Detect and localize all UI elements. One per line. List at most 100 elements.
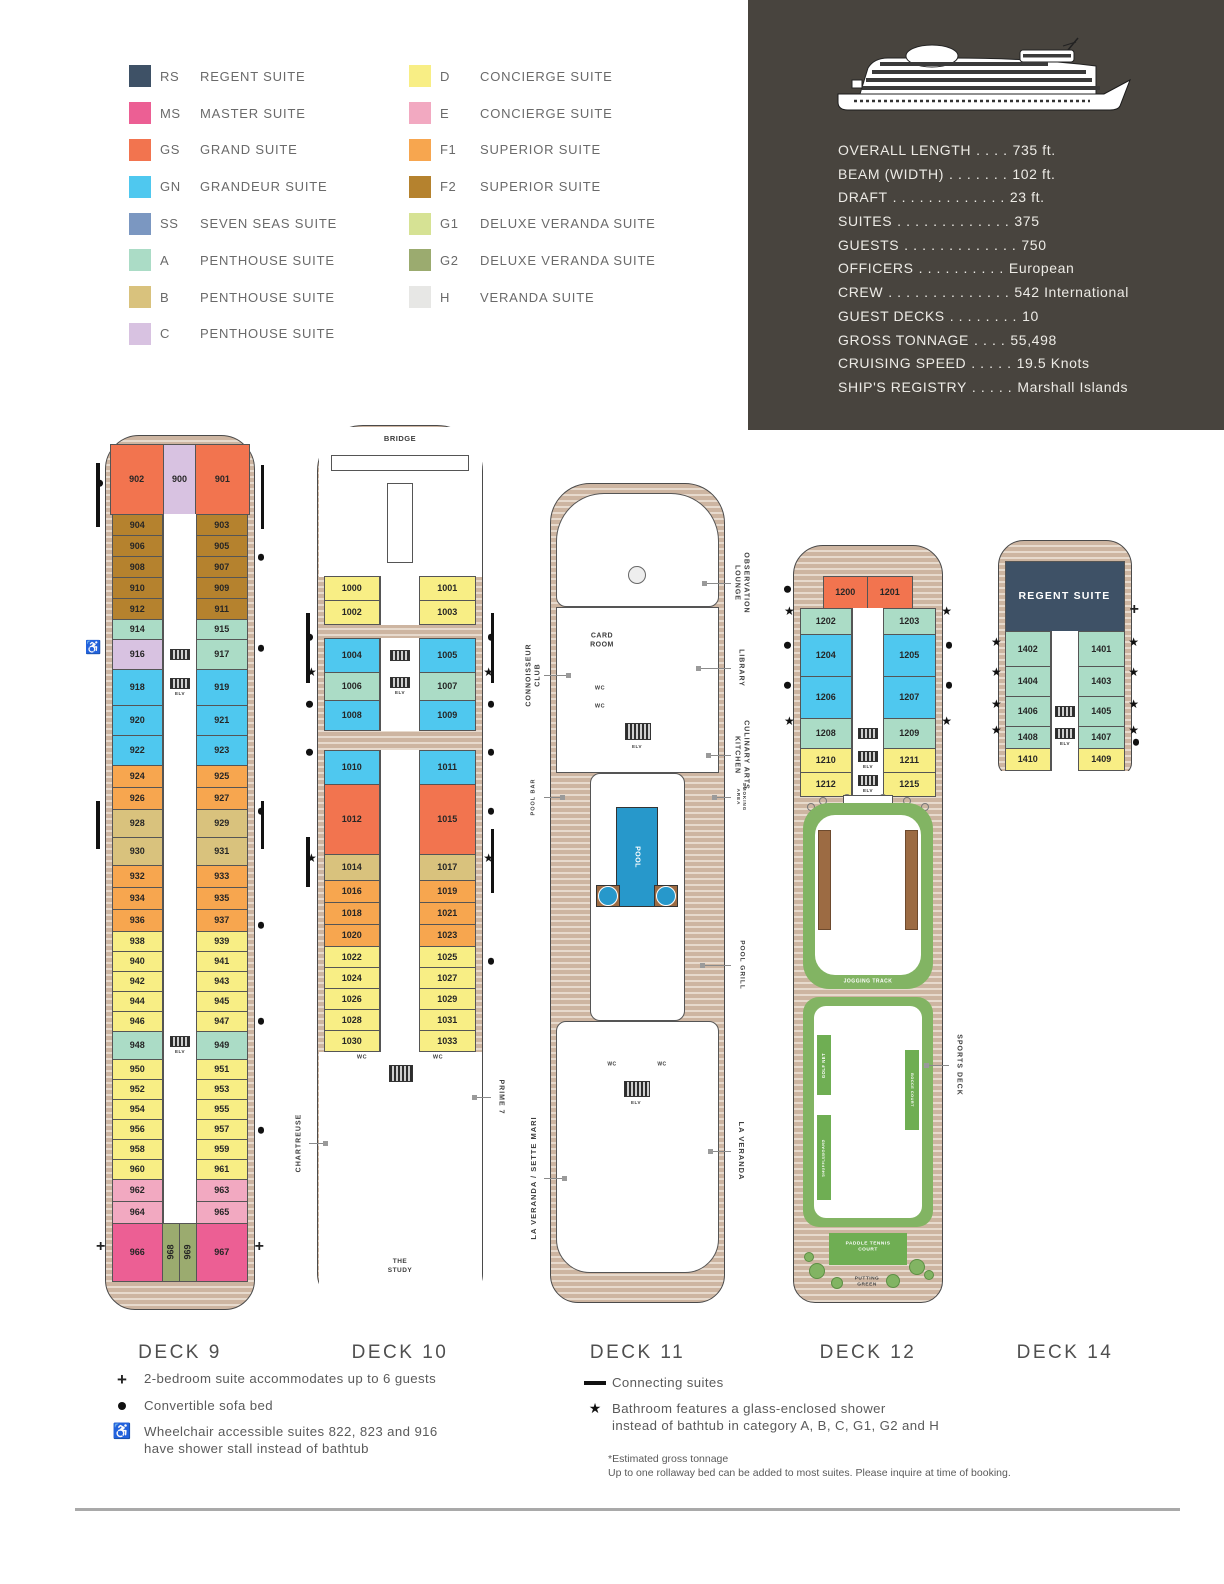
- corridor: [380, 945, 420, 968]
- stairs-icon: [625, 723, 651, 740]
- deck-circle: [804, 1252, 814, 1262]
- suite-930: 930: [111, 836, 163, 866]
- sofa-bed-dot-icon: [257, 807, 264, 815]
- legend-label: SUPERIOR SUITE: [480, 142, 601, 158]
- two-bedroom-plus-icon: +: [96, 1238, 106, 1255]
- hull-band: [248, 1032, 254, 1060]
- corridor: [380, 923, 420, 947]
- footnote-row: Connecting suites: [578, 1374, 939, 1391]
- deck-structure: [616, 807, 658, 907]
- leader-square: [706, 752, 711, 758]
- suite-number: 1211: [899, 755, 920, 765]
- legend-swatch: [409, 102, 431, 125]
- suite-number: 936: [129, 915, 145, 925]
- hull-band: [248, 1060, 254, 1080]
- connecting-suites-bar: [490, 613, 494, 683]
- suite-number: 962: [129, 1185, 145, 1195]
- suite-number: 939: [214, 936, 230, 946]
- deck-structure: SHUFFLEBOARD: [817, 1115, 831, 1200]
- legend-label: MASTER SUITE: [200, 105, 306, 121]
- stairs-icon: [858, 727, 878, 739]
- suite-1206: 1206: [799, 675, 852, 719]
- suite-1033: 1033: [419, 1029, 476, 1052]
- venue-label-la-veranda: LA VERANDA: [737, 1121, 747, 1181]
- suite-1209: 1209: [883, 717, 936, 749]
- suite-1011: 1011: [419, 749, 476, 785]
- hull-band: [248, 620, 254, 640]
- hull-band: [936, 635, 942, 677]
- legend-label: CONCIERGE SUITE: [480, 105, 613, 121]
- footnote-text: Connecting suites: [612, 1375, 724, 1390]
- deck-circle: [809, 1263, 825, 1279]
- corridor: [380, 599, 420, 625]
- connecting-suites-bar: [306, 837, 310, 887]
- stairs-icon: [1055, 728, 1075, 739]
- deck-circle: [909, 1259, 925, 1275]
- hull-band: [248, 972, 254, 992]
- elevator-label: ELV: [175, 1049, 185, 1054]
- suite-957: 957: [196, 1118, 248, 1140]
- suite-number: 1200: [835, 587, 856, 597]
- corridor: [163, 513, 197, 536]
- suite-number: 1403: [1091, 676, 1112, 686]
- deck-structure: GOLF NET: [817, 1035, 831, 1095]
- legend-label: DELUXE VERANDA SUITE: [480, 252, 656, 268]
- suite-number: 1405: [1091, 706, 1112, 716]
- suite-number: 1000: [341, 583, 362, 593]
- shower-star-icon: ★: [941, 604, 952, 618]
- suite-949: 949: [196, 1030, 248, 1060]
- corridor: [163, 908, 197, 932]
- corridor: [163, 734, 197, 766]
- suite-928: 928: [111, 808, 163, 838]
- hull-band: [476, 673, 482, 701]
- corridor: [163, 704, 197, 736]
- ship-stat-row: GUEST DECKS. . . . . . . .10: [838, 308, 1204, 332]
- sofa-bed-dot-icon: [945, 681, 952, 689]
- deck-title-deck-11: DECK 11: [589, 1342, 686, 1363]
- suite-1409: 1409: [1078, 747, 1125, 771]
- deck-row: 1206 1207: [795, 675, 942, 719]
- suite-1007: 1007: [419, 671, 476, 701]
- suite-number: 1207: [899, 692, 920, 702]
- ship-stats-list: OVERALL LENGTH. . . .735 ft.BEAM (WIDTH)…: [838, 142, 1204, 403]
- sofa-bed-dot-icon: [487, 700, 494, 708]
- footnote-text: Wheelchair accessible suites 822, 823 an…: [144, 1424, 438, 1457]
- stat-label: GUEST DECKS: [838, 307, 945, 324]
- stat-leader-dots: . . . . . . . .: [949, 307, 1018, 324]
- suite-number: 1409: [1091, 754, 1112, 764]
- suite-952: 952: [111, 1078, 163, 1100]
- sofa-bed-dot-icon: [257, 644, 264, 652]
- corridor: [380, 699, 420, 731]
- suite-number: 912: [129, 603, 145, 614]
- suite-904: 904: [111, 513, 163, 536]
- suite-906: 906: [111, 534, 163, 557]
- leader-square: [700, 962, 705, 968]
- label-card: CARD ROOM: [590, 632, 614, 649]
- corridor: [163, 990, 197, 1012]
- suite-901: 901: [195, 443, 250, 515]
- legend-code: E: [440, 105, 450, 121]
- suite-1027: 1027: [419, 966, 476, 989]
- suite-number: 1020: [341, 930, 362, 940]
- suite-number: 930: [129, 846, 145, 856]
- stat-label: GUESTS: [838, 236, 900, 253]
- suite-961: 961: [196, 1158, 248, 1180]
- corridor: [380, 1008, 420, 1031]
- suite-1000: 1000: [323, 575, 380, 601]
- suite-number: 1011: [437, 762, 458, 772]
- suite-number: 1212: [815, 779, 836, 789]
